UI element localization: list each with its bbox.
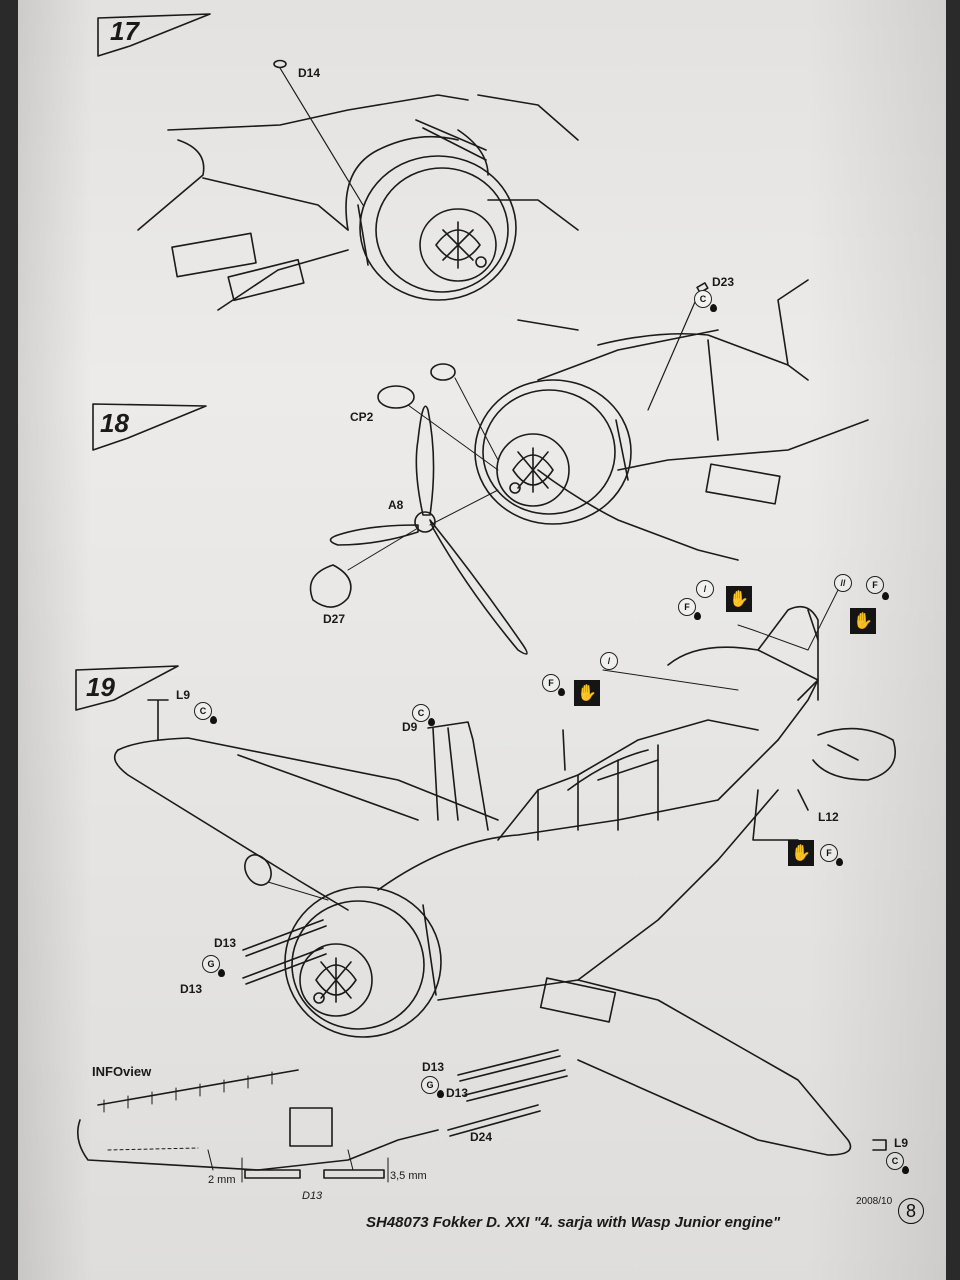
part-label-d13-a: D13 — [214, 936, 237, 950]
part-label-d13-d: D13 — [446, 1086, 469, 1100]
cut-symbol-icon: / — [600, 652, 618, 670]
cement-symbol-icon: C — [412, 704, 430, 722]
drop-icon — [428, 718, 435, 726]
infoview-dim-left: 2 mm — [208, 1174, 236, 1186]
drop-icon — [558, 688, 565, 696]
infoview-dim-right: 3,5 mm — [390, 1170, 427, 1182]
step17-fuselage — [137, 94, 579, 311]
part-label-d14: D14 — [298, 66, 321, 80]
hand-icon: ✋ — [788, 840, 814, 866]
drop-icon — [882, 592, 889, 600]
instruction-page: 17 18 19 D14 D23 CP2 A8 D27 L9 D9 L12 D1… — [18, 0, 946, 1280]
part-label-a8: A8 — [388, 498, 404, 512]
part-label-l9-left: L9 — [176, 688, 191, 702]
part-label-d23: D23 — [712, 275, 735, 289]
hand-icon: ✋ — [726, 586, 752, 612]
part-label-d13-b: D13 — [180, 982, 203, 996]
part-label-d13-c: D13 — [422, 1060, 445, 1074]
fit-symbol-icon: F — [866, 576, 884, 594]
part-label-d27: D27 — [323, 612, 346, 626]
print-date: 2008/10 — [856, 1196, 893, 1207]
part-label-d9: D9 — [402, 720, 418, 734]
part-label-l9-right: L9 — [894, 1136, 909, 1150]
part-label-d24: D24 — [470, 1130, 493, 1144]
drop-icon — [437, 1090, 444, 1098]
cut-symbol-icon: // — [834, 574, 852, 592]
glue-symbol-icon: G — [421, 1076, 439, 1094]
step-19-number: 19 — [86, 672, 115, 702]
kit-title: SH48073 Fokker D. XXI "4. sarja with Was… — [366, 1214, 781, 1231]
drop-icon — [902, 1166, 909, 1174]
infoview-title: INFOview — [92, 1064, 152, 1079]
drop-icon — [694, 612, 701, 620]
cut-symbol-icon: / — [696, 580, 714, 598]
infoview-drawing — [77, 1069, 439, 1183]
fit-symbol-icon: F — [820, 844, 838, 862]
drop-icon — [218, 969, 225, 977]
part-label-l12: L12 — [818, 810, 839, 824]
fit-symbol-icon: F — [678, 598, 696, 616]
cement-symbol-icon: C — [886, 1152, 904, 1170]
hand-icon: ✋ — [850, 608, 876, 634]
step19-airplane — [113, 605, 896, 1156]
fit-symbol-icon: F — [542, 674, 560, 692]
infoview-part-label: D13 — [302, 1190, 323, 1202]
cement-symbol-icon: C — [194, 702, 212, 720]
glue-symbol-icon: G — [202, 955, 220, 973]
step18-fuselage — [474, 279, 869, 561]
drop-icon — [210, 716, 217, 724]
cement-symbol-icon: C — [694, 290, 712, 308]
step-17-number: 17 — [110, 16, 139, 46]
drop-icon — [710, 304, 717, 312]
assembly-drawing — [75, 13, 896, 1183]
step-18-number: 18 — [100, 408, 129, 438]
page-number: 8 — [898, 1198, 924, 1224]
drop-icon — [836, 858, 843, 866]
part-label-cp2: CP2 — [350, 410, 374, 424]
hand-icon: ✋ — [574, 680, 600, 706]
